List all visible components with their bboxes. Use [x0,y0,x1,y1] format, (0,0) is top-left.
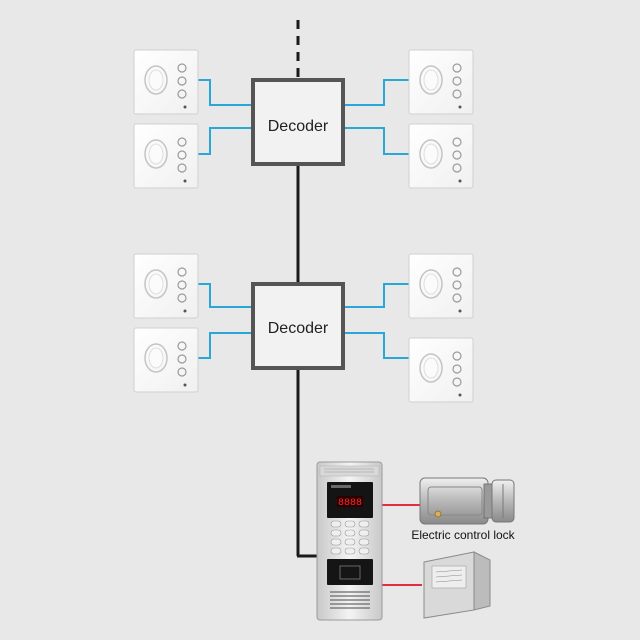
lock-label: Electric control lock [411,528,515,542]
indoor-monitor-icon [408,253,474,319]
decoder-box-1: Decoder [251,78,345,166]
indoor-monitor-icon [408,337,474,403]
decoder-label: Decoder [268,320,329,337]
door-station-panel-icon: 8888 [316,461,383,621]
monitor-links-decoder-2 [197,283,409,359]
decoder-box-2: Decoder [251,282,345,370]
indoor-monitor-icon [133,123,199,189]
indoor-monitor-icon [133,253,199,319]
electric-lock-icon [419,477,515,525]
decoder-label: Decoder [268,118,329,135]
indoor-monitor-icon [408,49,474,115]
indoor-monitor-icon [133,327,199,393]
lock-links [382,504,422,586]
monitor-links-decoder-1 [197,79,409,155]
power-supply-box-icon [423,551,491,619]
svg-text:8888: 8888 [338,498,362,509]
indoor-monitor-icon [133,49,199,115]
indoor-monitor-icon [408,123,474,189]
